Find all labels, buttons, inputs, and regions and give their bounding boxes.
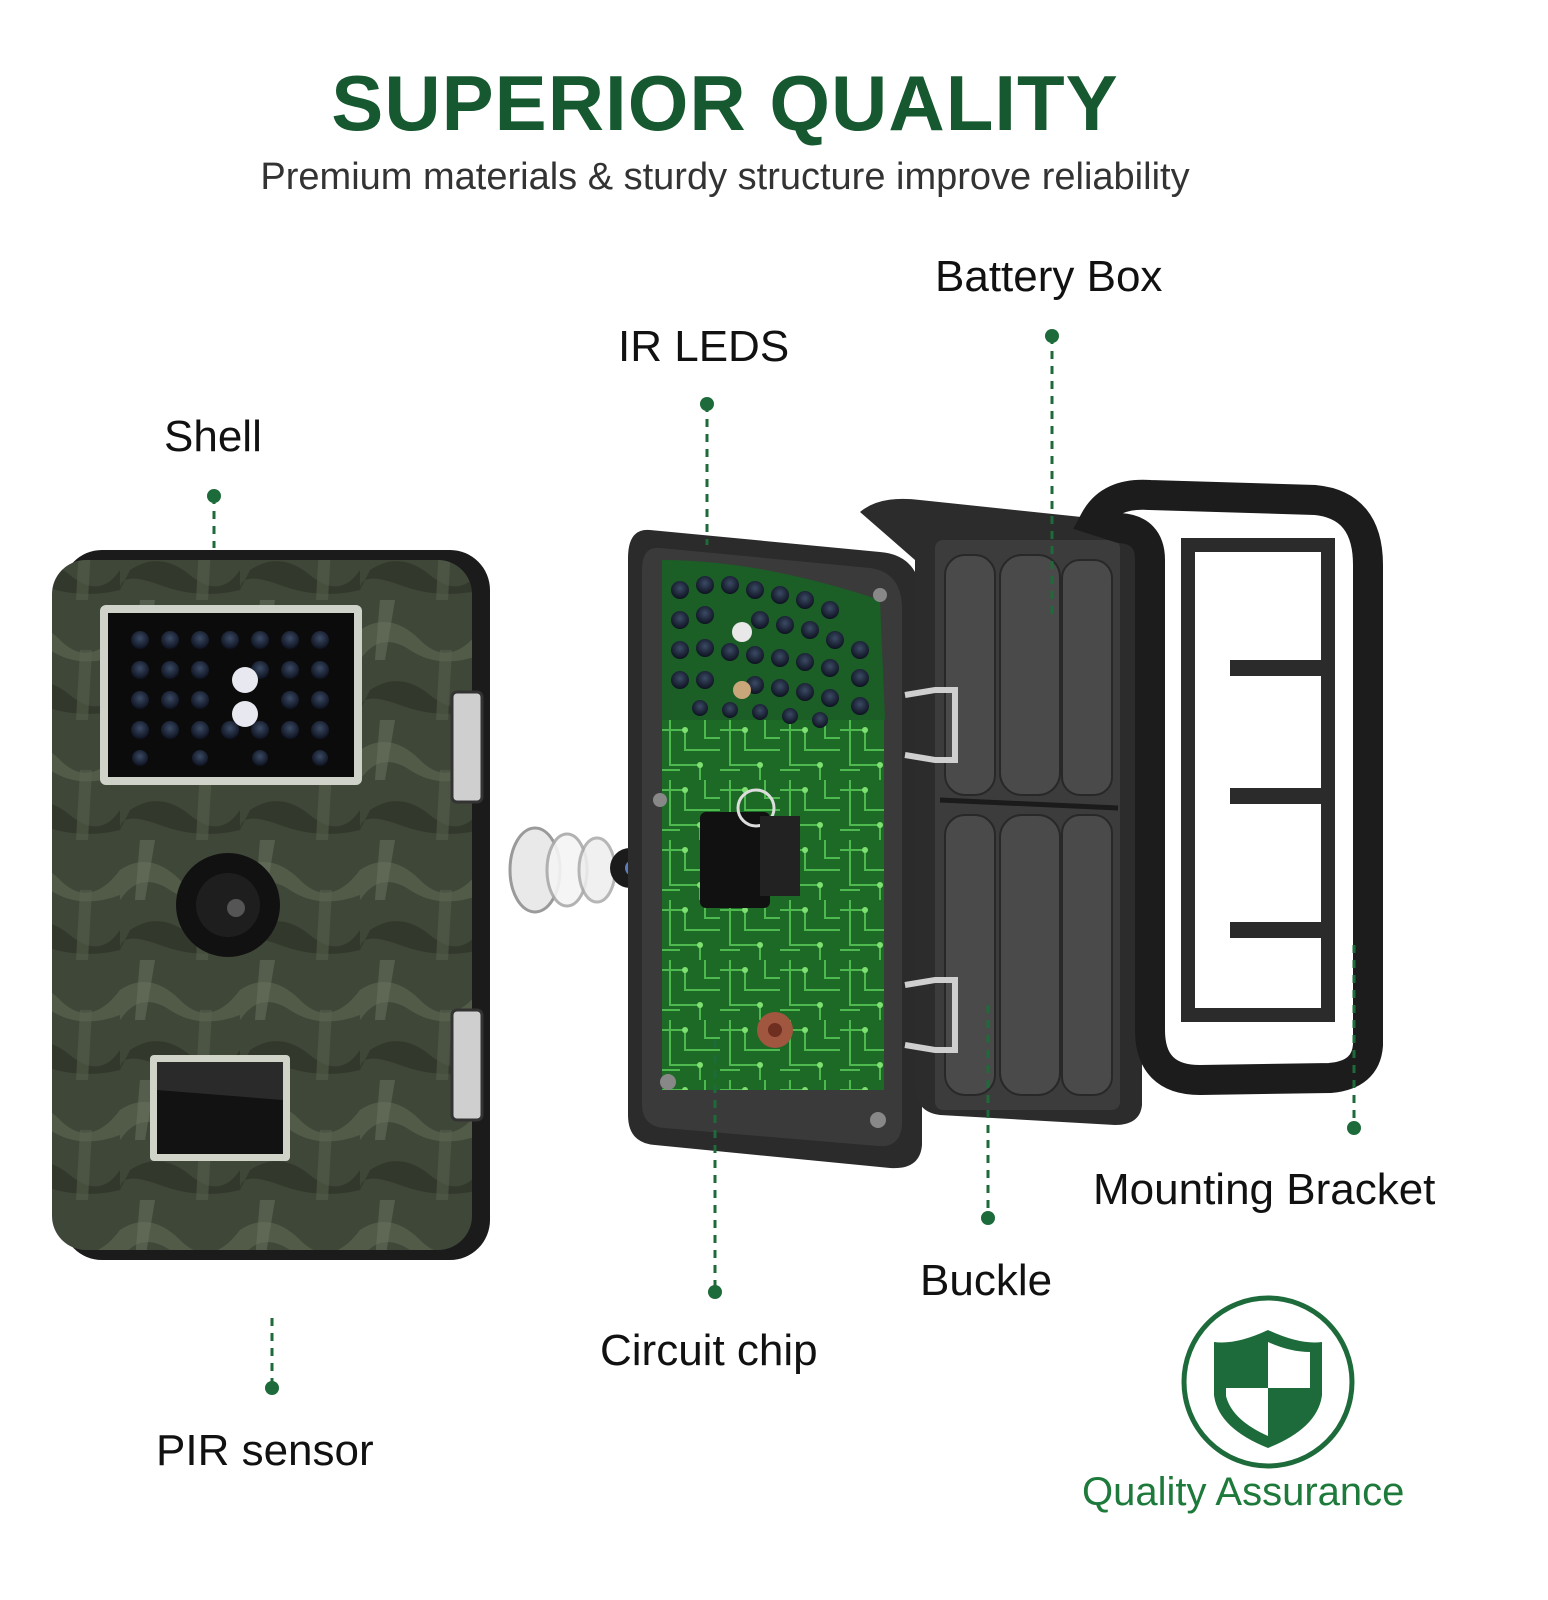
shield-icon [1214,1330,1322,1448]
ir-led-grid [131,631,329,766]
pcb-ir-leds [671,576,869,728]
buckle [904,687,958,1053]
battery-box [860,498,1142,1125]
quality-assurance-label: Quality Assurance [1082,1470,1405,1514]
callout-dot-ir-leds [700,397,714,411]
camera-shell [52,550,490,1260]
callout-dot-buckle [981,1211,995,1225]
label-pir-sensor: PIR sensor [156,1426,374,1475]
callout-dot-circuit-chip [708,1285,722,1299]
callout-dot-shell [207,489,221,503]
label-battery-box: Battery Box [935,252,1163,301]
page-title: SUPERIOR QUALITY [331,59,1119,147]
label-buckle: Buckle [920,1256,1053,1305]
label-mounting-bracket: Mounting Bracket [1093,1165,1436,1214]
callout-dot-pir-sensor [265,1381,279,1395]
mounting-bracket [1073,479,1383,1096]
label-circuit-chip: Circuit chip [600,1326,818,1375]
callout-dot-battery-box [1045,329,1059,343]
callout-lines [207,329,1361,1395]
label-ir-leds: IR LEDS [618,322,790,371]
quality-badge [1181,1295,1355,1469]
callout-dot-mounting-bracket [1347,1121,1361,1135]
label-shell: Shell [164,412,262,461]
circuit-housing [628,529,922,1169]
page-subtitle: Premium materials & sturdy structure imp… [260,156,1190,198]
